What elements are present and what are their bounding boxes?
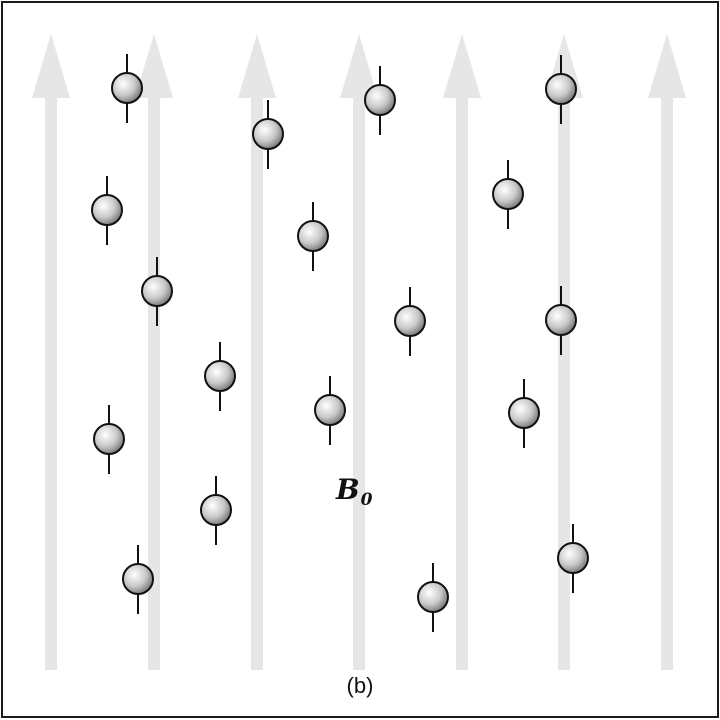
field-arrow-shaft — [353, 96, 365, 670]
spin-ball — [394, 305, 426, 337]
field-arrow — [340, 34, 378, 670]
spin — [394, 287, 426, 356]
spin — [141, 257, 173, 326]
field-label-b0: B0 — [336, 473, 373, 509]
field-arrow — [32, 34, 70, 670]
spin-ball — [557, 542, 589, 574]
field-arrow-shaft — [661, 96, 673, 670]
spin-ball — [93, 423, 125, 455]
field-arrow-head — [238, 34, 276, 98]
field-arrow — [238, 34, 276, 670]
spin — [252, 100, 284, 169]
field-arrow — [648, 34, 686, 670]
spin-ball — [364, 84, 396, 116]
field-arrow-shaft — [45, 96, 57, 670]
spin-ball — [297, 220, 329, 252]
spin — [93, 405, 125, 474]
spin-ball — [141, 275, 173, 307]
field-arrow-shaft — [558, 96, 570, 670]
field-label-subscript: 0 — [360, 490, 373, 510]
spin-ball — [252, 118, 284, 150]
panel-label: (b) — [346, 673, 374, 698]
spin — [492, 160, 524, 229]
spin — [91, 176, 123, 245]
field-arrow-head — [340, 34, 378, 98]
spin-ball — [204, 360, 236, 392]
field-arrow-head — [648, 34, 686, 98]
field-label-main: B — [336, 473, 360, 506]
spin-ball — [545, 304, 577, 336]
field-arrows — [32, 34, 686, 670]
field-arrow — [443, 34, 481, 670]
spin — [508, 379, 540, 448]
field-arrow-head — [32, 34, 70, 98]
spin — [297, 202, 329, 271]
field-arrow-shaft — [251, 96, 263, 670]
field-arrow — [545, 34, 583, 670]
spin — [364, 66, 396, 135]
spins — [91, 54, 589, 632]
spin-ball — [417, 581, 449, 613]
spin-ball — [200, 494, 232, 526]
field-arrow-shaft — [148, 96, 160, 670]
spin-ball — [111, 72, 143, 104]
spin — [314, 376, 346, 445]
spin — [111, 54, 143, 123]
field-arrow-head — [135, 34, 173, 98]
spin — [545, 55, 577, 124]
spin-ball — [314, 394, 346, 426]
spin-ball — [492, 178, 524, 210]
field-arrow — [135, 34, 173, 670]
spin — [204, 342, 236, 411]
spin — [122, 545, 154, 614]
spin-ball — [508, 397, 540, 429]
spin — [417, 563, 449, 632]
spin — [545, 286, 577, 355]
spin-ball — [545, 73, 577, 105]
spin — [557, 524, 589, 593]
spin-ball — [91, 194, 123, 226]
field-arrow-head — [443, 34, 481, 98]
spin-ball — [122, 563, 154, 595]
field-arrow-shaft — [456, 96, 468, 670]
spin — [200, 476, 232, 545]
